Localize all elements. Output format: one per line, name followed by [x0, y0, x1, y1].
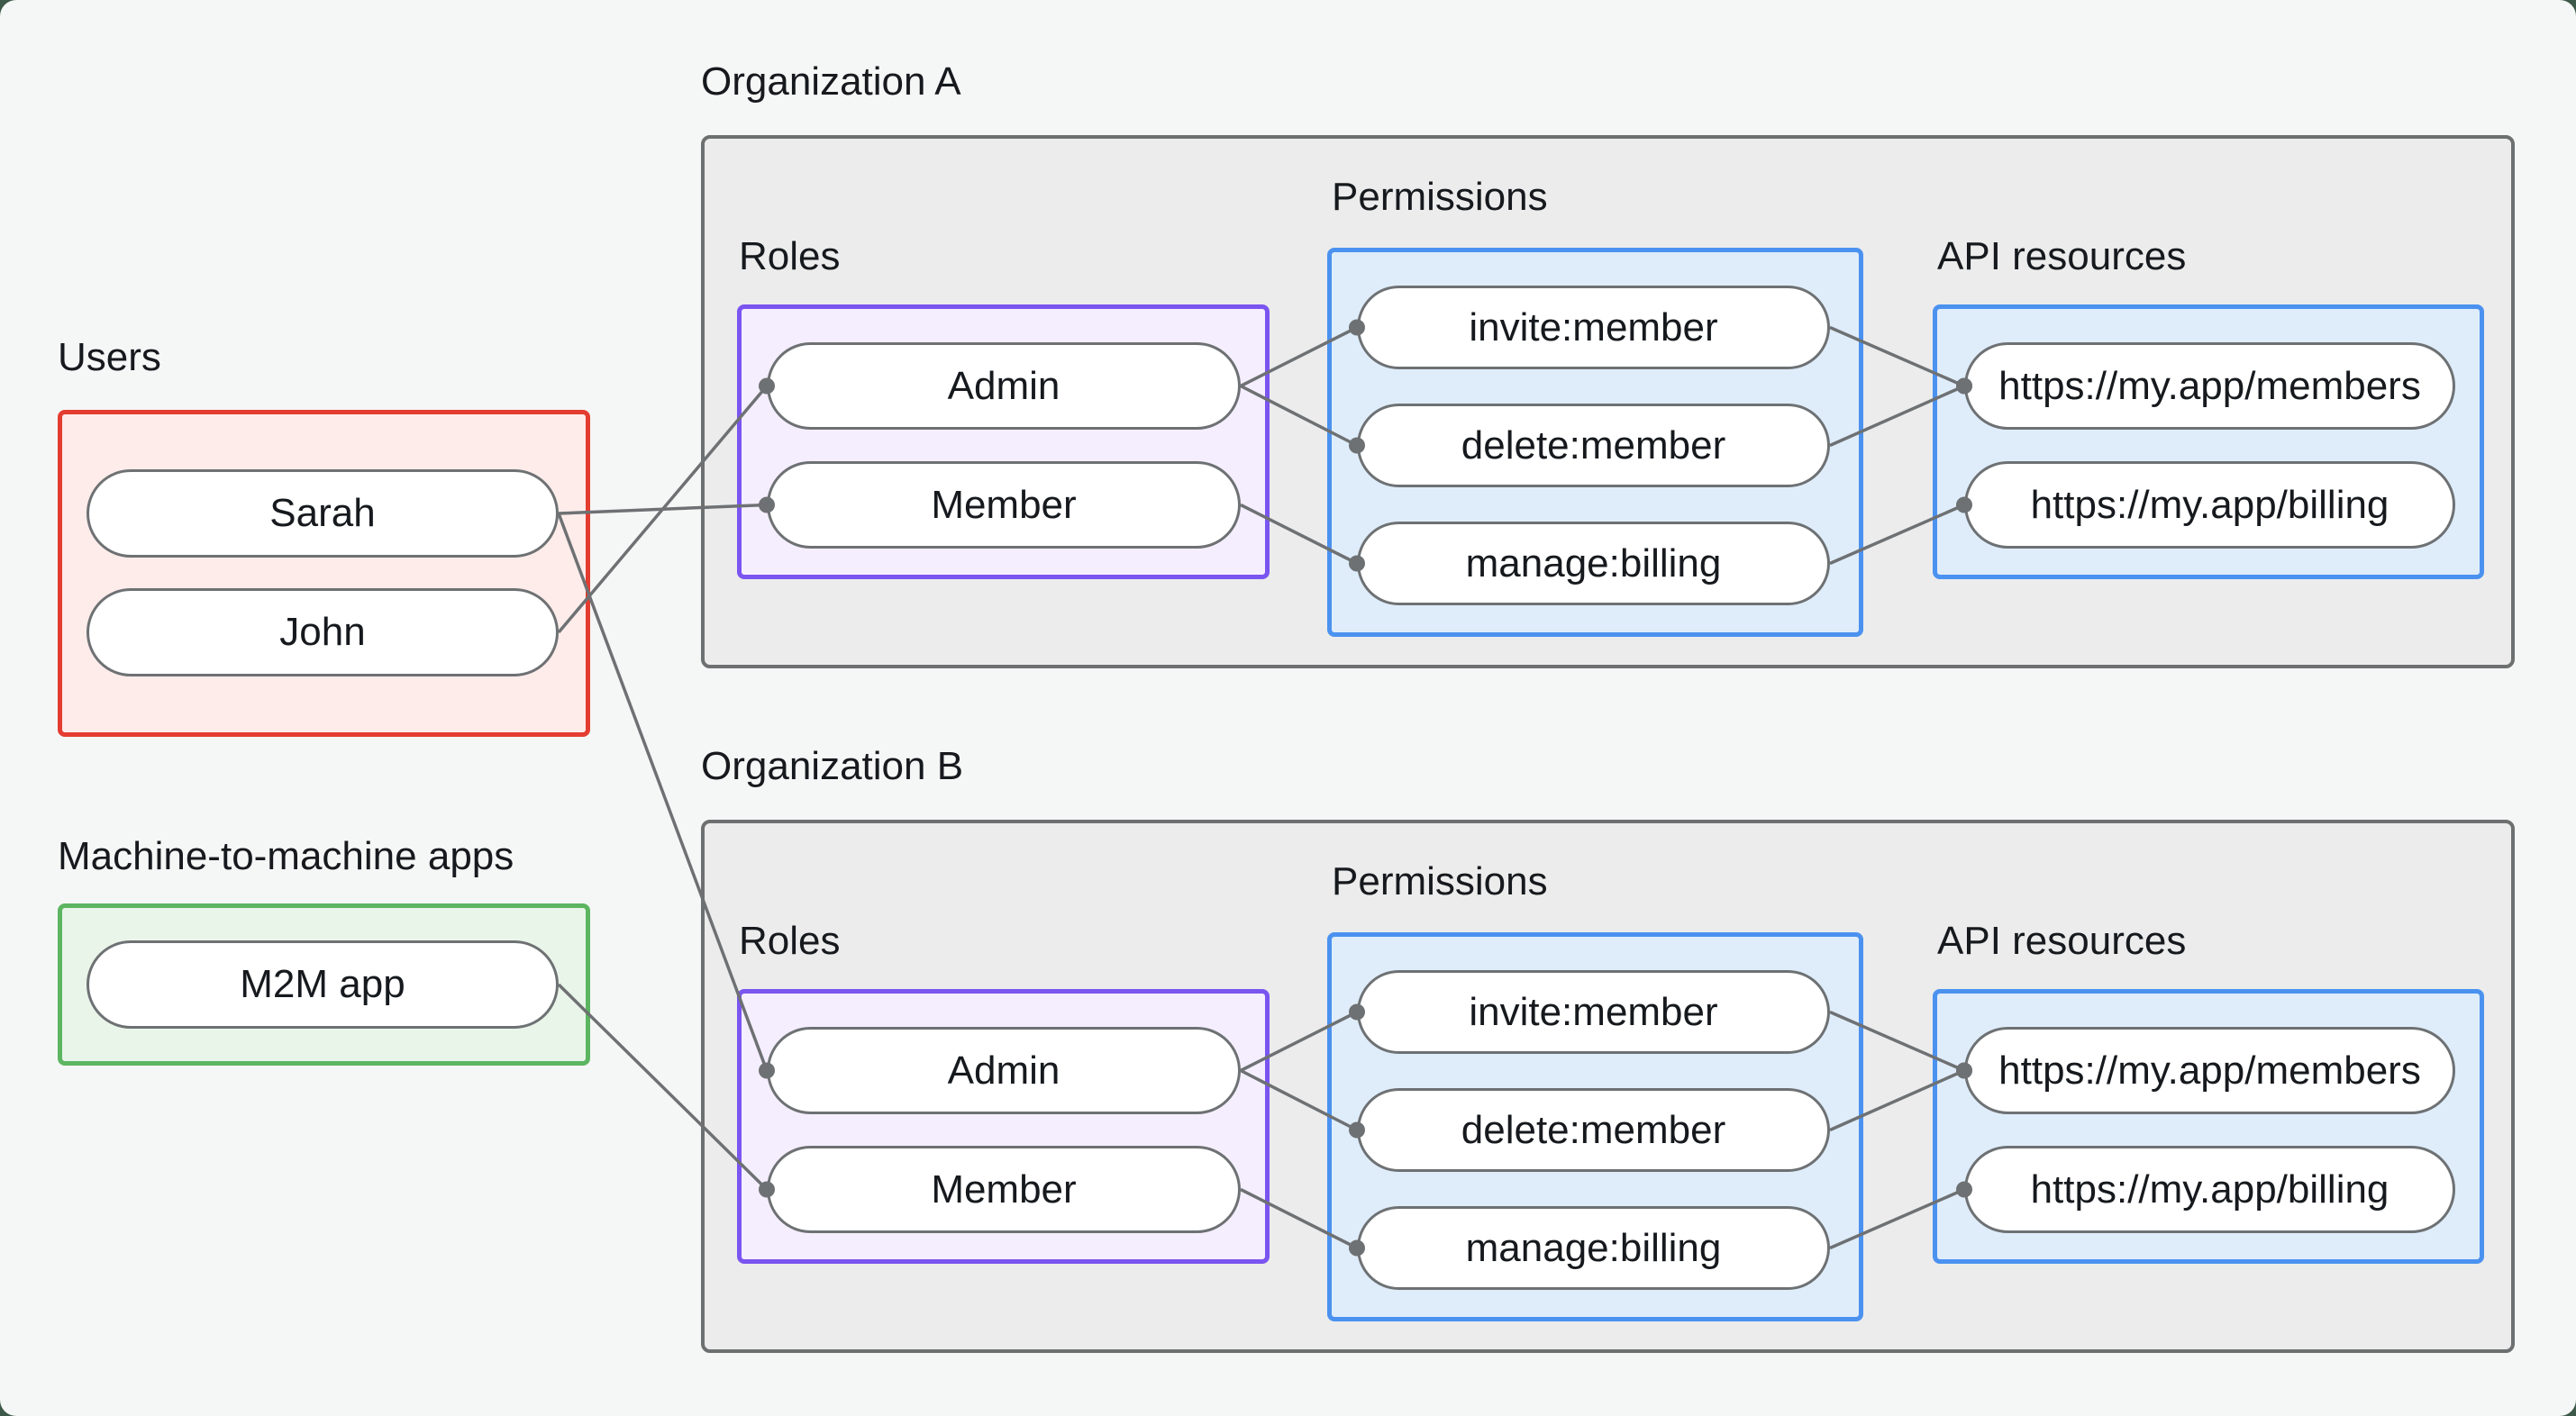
org-b-api-members-node: https://my.app/members	[1964, 1027, 2455, 1114]
org-b-title: Organization B	[701, 744, 964, 788]
users-section-label: Users	[58, 335, 161, 379]
org-a-permission-delete-node: delete:member	[1357, 404, 1830, 487]
m2m-app-node: M2M app	[86, 940, 559, 1029]
org-b-api-billing-node: https://my.app/billing	[1964, 1146, 2455, 1233]
users-group-box	[58, 410, 590, 737]
org-b-permissions-label: Permissions	[1332, 859, 1548, 903]
m2m-section-label: Machine-to-machine apps	[58, 834, 514, 878]
org-a-role-member-node: Member	[767, 461, 1241, 549]
org-a-api-billing-node: https://my.app/billing	[1964, 461, 2455, 549]
org-a-api-members-node: https://my.app/members	[1964, 342, 2455, 430]
org-a-permission-manage-node: manage:billing	[1357, 522, 1830, 605]
org-b-role-member-node: Member	[767, 1146, 1241, 1233]
org-a-permission-invite-node: invite:member	[1357, 286, 1830, 369]
org-a-role-admin-node: Admin	[767, 342, 1241, 430]
org-b-permission-manage-node: manage:billing	[1357, 1206, 1830, 1290]
org-b-permission-delete-node: delete:member	[1357, 1088, 1830, 1172]
user-node-john: John	[86, 588, 559, 676]
org-b-role-admin-node: Admin	[767, 1027, 1241, 1114]
org-b-roles-label: Roles	[739, 919, 841, 963]
org-a-api-resources-label: API resources	[1937, 234, 2187, 278]
org-b-permission-invite-node: invite:member	[1357, 970, 1830, 1054]
org-a-title: Organization A	[701, 59, 961, 104]
user-node-sarah: Sarah	[86, 469, 559, 558]
org-a-roles-label: Roles	[739, 234, 841, 278]
org-b-api-resources-label: API resources	[1937, 919, 2187, 963]
org-a-permissions-label: Permissions	[1332, 175, 1548, 219]
